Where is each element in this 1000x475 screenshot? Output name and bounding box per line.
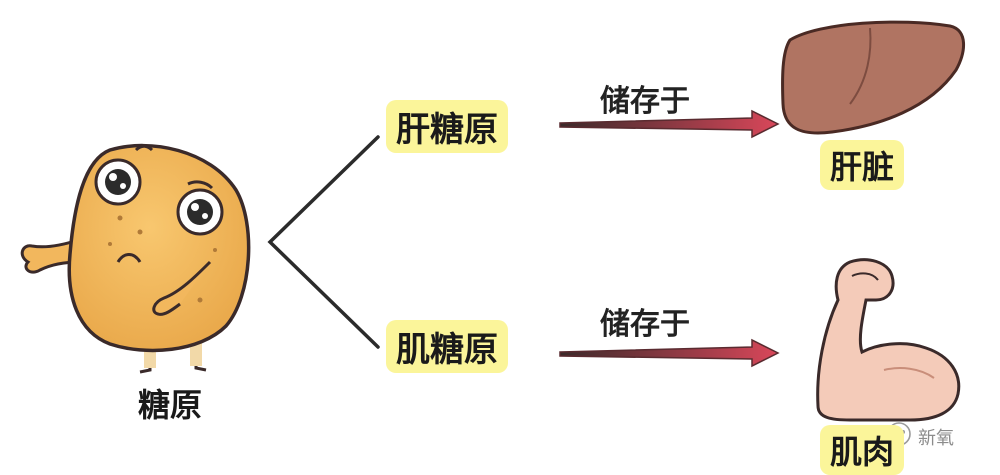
liver-label: 肝脏 (820, 140, 905, 190)
glycogen-label: 糖原 (138, 386, 203, 424)
muscle-glycogen-label: 肌糖原 (386, 320, 508, 373)
liver-glycogen-label: 肝糖原 (386, 100, 508, 153)
arrow-bottom (559, 338, 780, 368)
stored-in-label-top: 储存于 (600, 84, 690, 119)
stored-in-label-bottom: 储存于 (600, 307, 690, 342)
watermark-text: 新氧 (918, 428, 954, 449)
branch-lines (267, 135, 380, 349)
muscle-label: 肌肉 (820, 425, 905, 475)
glycogen-mascot (20, 143, 251, 374)
arrow-top (559, 109, 780, 139)
liver-illustration (781, 20, 965, 135)
muscle-arm-illustration (816, 258, 961, 422)
